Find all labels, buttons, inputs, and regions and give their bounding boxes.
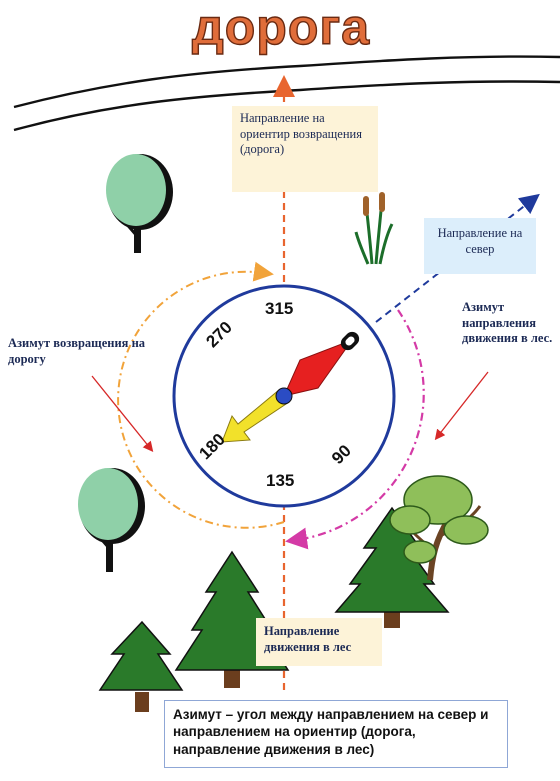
compass-zero-mark	[340, 331, 360, 351]
pine-tree-right	[334, 506, 450, 628]
compass-mark-135: 135	[266, 471, 295, 490]
return-azimuth-label: Азимут возвращения на дорогу	[8, 336, 146, 366]
road-lower-line	[13, 80, 560, 132]
compass-pivot	[275, 387, 293, 405]
reeds	[354, 192, 394, 265]
road-upper-line	[13, 55, 560, 109]
movement-direction-label: Направление движения в лес	[256, 618, 382, 666]
azimuth-definition: Азимут – угол между направлением на севе…	[164, 700, 508, 768]
movement-azimuth-arc	[285, 309, 425, 550]
oak-tree	[389, 475, 489, 581]
deciduous-tree-top	[106, 154, 173, 253]
deciduous-tree-left	[78, 468, 145, 572]
compass-needle-yellow	[221, 389, 290, 443]
return-azimuth-pointer	[91, 375, 154, 453]
return-direction-label: Направление на ориентир возвращения (дор…	[232, 106, 378, 192]
movement-azimuth-pointer	[434, 371, 489, 441]
compass-mark-315: 315	[265, 299, 294, 318]
movement-azimuth-label: Азимут направления движения в лес.	[462, 300, 553, 346]
north-direction-label: Направление на север	[424, 218, 536, 274]
pine-tree-small	[98, 620, 184, 712]
road-title: дорога	[191, 0, 370, 55]
